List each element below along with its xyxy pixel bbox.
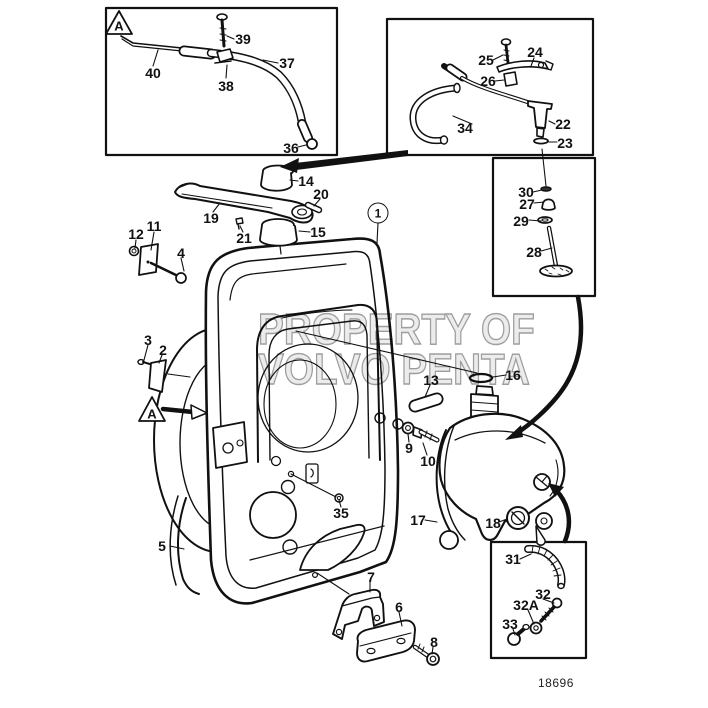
part-32a-ring <box>529 621 543 635</box>
part-15-mount <box>259 224 298 247</box>
inset-box-drain-detail <box>489 540 588 660</box>
part-2-plate <box>148 359 167 393</box>
part-14-mount <box>260 170 293 192</box>
inset-box-dipstick-detail <box>491 156 597 298</box>
part-28-dipstick-base <box>539 264 573 278</box>
part-29-washer <box>537 216 553 224</box>
part-36-ring <box>306 138 318 150</box>
part-21-clip <box>235 217 244 230</box>
view-marker-a-triangle-main <box>138 396 166 422</box>
part-19-arm <box>174 182 314 224</box>
leader-lines <box>134 35 558 655</box>
part-27-cap <box>541 198 556 211</box>
part-11-plate <box>138 243 159 276</box>
part-6-anode <box>356 619 416 663</box>
inset-box-hose-detail <box>104 6 339 157</box>
main-assembly <box>128 164 566 666</box>
view-marker-a-triangle <box>105 10 133 35</box>
inset-box-sensor-detail <box>385 17 595 157</box>
part-7-bracket <box>332 588 385 640</box>
part-30-oring <box>540 186 552 192</box>
part-16-oring <box>468 372 494 384</box>
drawing-number: 18696 <box>538 676 574 690</box>
reference-arrows <box>280 150 584 544</box>
